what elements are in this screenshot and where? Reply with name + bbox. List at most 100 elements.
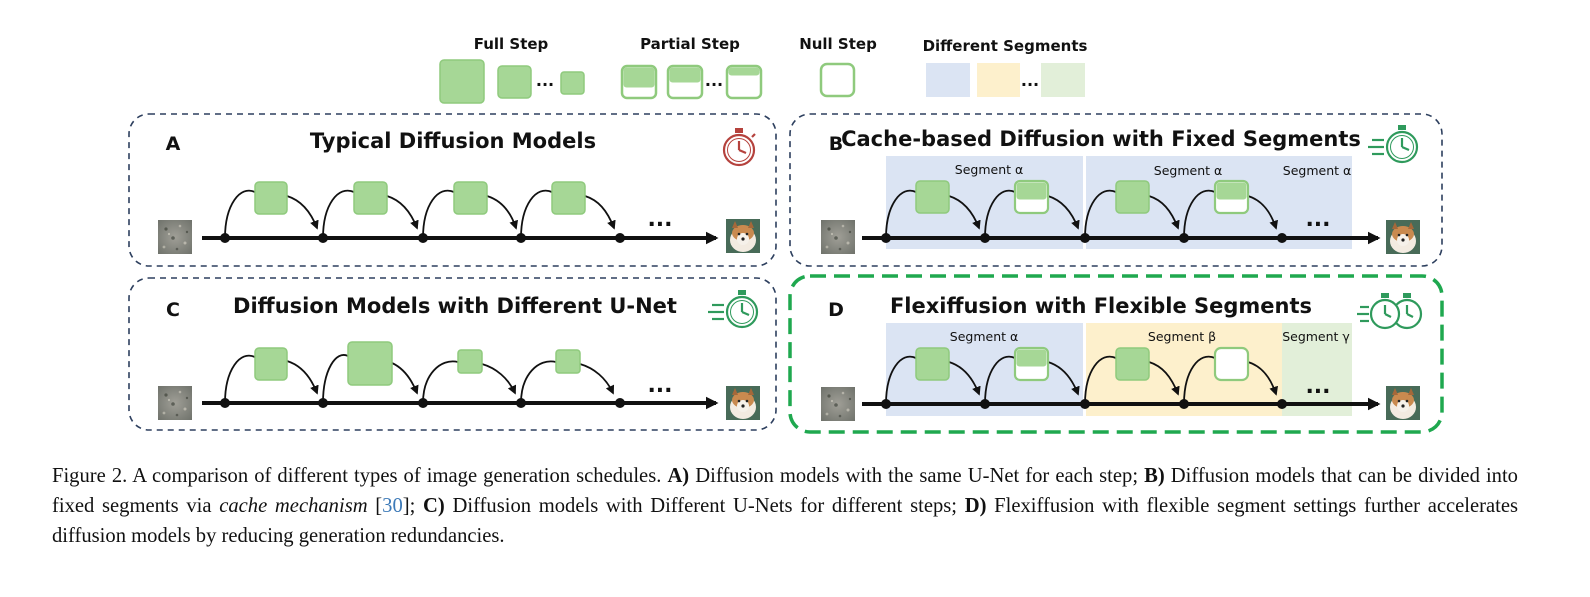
segment-label: Segment γ bbox=[1282, 329, 1350, 344]
legend-null-step-label: Null Step bbox=[799, 35, 877, 53]
step-arc-in bbox=[422, 189, 455, 239]
dog-image-icon bbox=[1386, 220, 1420, 254]
panel-b-ellipsis: ... bbox=[1305, 207, 1330, 232]
null-step-block bbox=[1213, 346, 1250, 382]
panel-a-border bbox=[128, 113, 777, 267]
caption-a-label: A) bbox=[667, 465, 690, 487]
full-step-block bbox=[254, 181, 288, 215]
step-arc-out bbox=[386, 195, 419, 230]
step-arc-in bbox=[1183, 189, 1216, 239]
panel-c-letter: C bbox=[166, 299, 180, 321]
step-arc-out bbox=[579, 363, 615, 395]
panel-b-letter: B bbox=[829, 133, 843, 155]
panel-d: D Flexiffusion with Flexible Segments Se… bbox=[788, 274, 1444, 434]
full-step-block bbox=[254, 347, 288, 381]
full-step-block bbox=[551, 181, 586, 215]
step-arc-out bbox=[286, 195, 319, 230]
step-arc-out bbox=[486, 195, 518, 230]
noise-image-icon bbox=[158, 386, 192, 420]
partial-step-block bbox=[1013, 346, 1050, 382]
partial-step-block bbox=[1213, 179, 1250, 215]
caption-figure-label: Figure 2. bbox=[52, 465, 128, 487]
full-step-block bbox=[1115, 180, 1150, 214]
dog-image-icon bbox=[726, 219, 760, 253]
panel-b: B Cache-based Diffusion with Fixed Segme… bbox=[789, 113, 1443, 267]
segment-label: Segment β bbox=[1148, 329, 1216, 344]
segment-label: Segment α bbox=[955, 162, 1023, 177]
caption-b-label: B) bbox=[1144, 465, 1165, 487]
step-arc-in bbox=[984, 355, 1016, 405]
dog-image-icon bbox=[1386, 386, 1420, 420]
step-arc-in bbox=[984, 189, 1016, 239]
null-step-swatch bbox=[819, 62, 856, 98]
segment-swatch-blue bbox=[926, 63, 970, 97]
timestep-dot bbox=[615, 398, 625, 408]
noise-image-icon bbox=[821, 387, 855, 421]
panel-a: A Typical Diffusion Models ... bbox=[128, 113, 777, 267]
legend-full-ellipsis: ... bbox=[536, 71, 554, 90]
full-step-block bbox=[453, 181, 488, 215]
figure-canvas: Full Step ... Partial Step ... Null Step… bbox=[128, 35, 1444, 434]
timestep-dot bbox=[1277, 399, 1287, 409]
panel-c-ellipsis: ... bbox=[647, 373, 672, 398]
panel-c-border bbox=[128, 277, 777, 431]
legend-different-segments-label: Different Segments bbox=[923, 37, 1088, 55]
legend-partial-step-label: Partial Step bbox=[640, 35, 740, 53]
noise-image-icon bbox=[821, 220, 855, 254]
panel-d-letter: D bbox=[828, 299, 844, 321]
step-arc-out bbox=[1247, 195, 1278, 230]
partial-step-block bbox=[1013, 179, 1050, 215]
segment-region bbox=[1282, 323, 1352, 416]
legend: Full Step ... Partial Step ... Null Step… bbox=[439, 35, 1088, 104]
step-arc-in bbox=[1183, 355, 1216, 405]
step-arc-out bbox=[481, 363, 517, 395]
partial-step-swatch-1 bbox=[620, 64, 658, 100]
caption-d-label: D) bbox=[964, 495, 987, 517]
noise-image-icon bbox=[158, 220, 192, 254]
full-step-block bbox=[915, 347, 950, 381]
step-arc-in bbox=[885, 355, 917, 405]
step-arc-in bbox=[520, 189, 553, 239]
fast-stopwatch-icon bbox=[1368, 125, 1419, 164]
step-arc-in bbox=[224, 354, 256, 404]
stopwatch-icon bbox=[722, 128, 756, 167]
step-arc-out bbox=[1148, 361, 1180, 396]
full-step-block-small bbox=[457, 349, 483, 374]
segment-label: Segment α bbox=[1283, 163, 1351, 178]
citation-link[interactable]: 30 bbox=[382, 495, 403, 517]
partial-step-swatch-3 bbox=[725, 64, 763, 100]
caption-b-text: Diffusion models that can be divided int… bbox=[52, 465, 1518, 517]
segment-label: Segment α bbox=[950, 329, 1018, 344]
dog-image-icon bbox=[726, 386, 760, 420]
full-step-large-swatch bbox=[439, 59, 485, 104]
step-arc-in bbox=[224, 189, 256, 239]
legend-partial-ellipsis: ... bbox=[705, 71, 723, 90]
step-arc-in bbox=[520, 360, 557, 404]
full-step-block bbox=[915, 180, 950, 214]
panel-c: C Diffusion Models with Different U-Net bbox=[128, 277, 777, 431]
caption-d-text: Flexiffusion with flexible segment setti… bbox=[52, 495, 1519, 547]
panel-a-letter: A bbox=[166, 133, 181, 155]
double-stopwatch-icon bbox=[1357, 293, 1423, 330]
panel-a-title: Typical Diffusion Models bbox=[310, 129, 596, 153]
full-step-block-large bbox=[347, 341, 393, 386]
segment-swatch-green bbox=[1041, 63, 1085, 97]
step-arc-in bbox=[322, 189, 355, 239]
step-arc-in bbox=[1084, 355, 1117, 405]
panel-d-ellipsis: ... bbox=[1305, 374, 1330, 399]
step-arc-out bbox=[584, 195, 616, 230]
fast-stopwatch-icon bbox=[708, 290, 759, 329]
panel-d-title: Flexiffusion with Flexible Segments bbox=[890, 294, 1312, 318]
panel-d-border bbox=[788, 274, 1444, 434]
caption-c-label: C) bbox=[423, 495, 445, 517]
caption-a-text: Diffusion models with the same U-Net for… bbox=[695, 465, 1139, 487]
timestep-dot bbox=[1277, 233, 1287, 243]
step-arc-in bbox=[422, 360, 459, 404]
step-arc-out bbox=[1047, 195, 1080, 230]
segment-region bbox=[1282, 156, 1352, 249]
step-arc-out bbox=[286, 360, 319, 395]
caption-b-italic: cache mechanism bbox=[219, 495, 368, 517]
legend-full-step-label: Full Step bbox=[474, 35, 549, 53]
timestep-dot bbox=[615, 233, 625, 243]
panel-b-title: Cache-based Diffusion with Fixed Segment… bbox=[841, 127, 1361, 151]
